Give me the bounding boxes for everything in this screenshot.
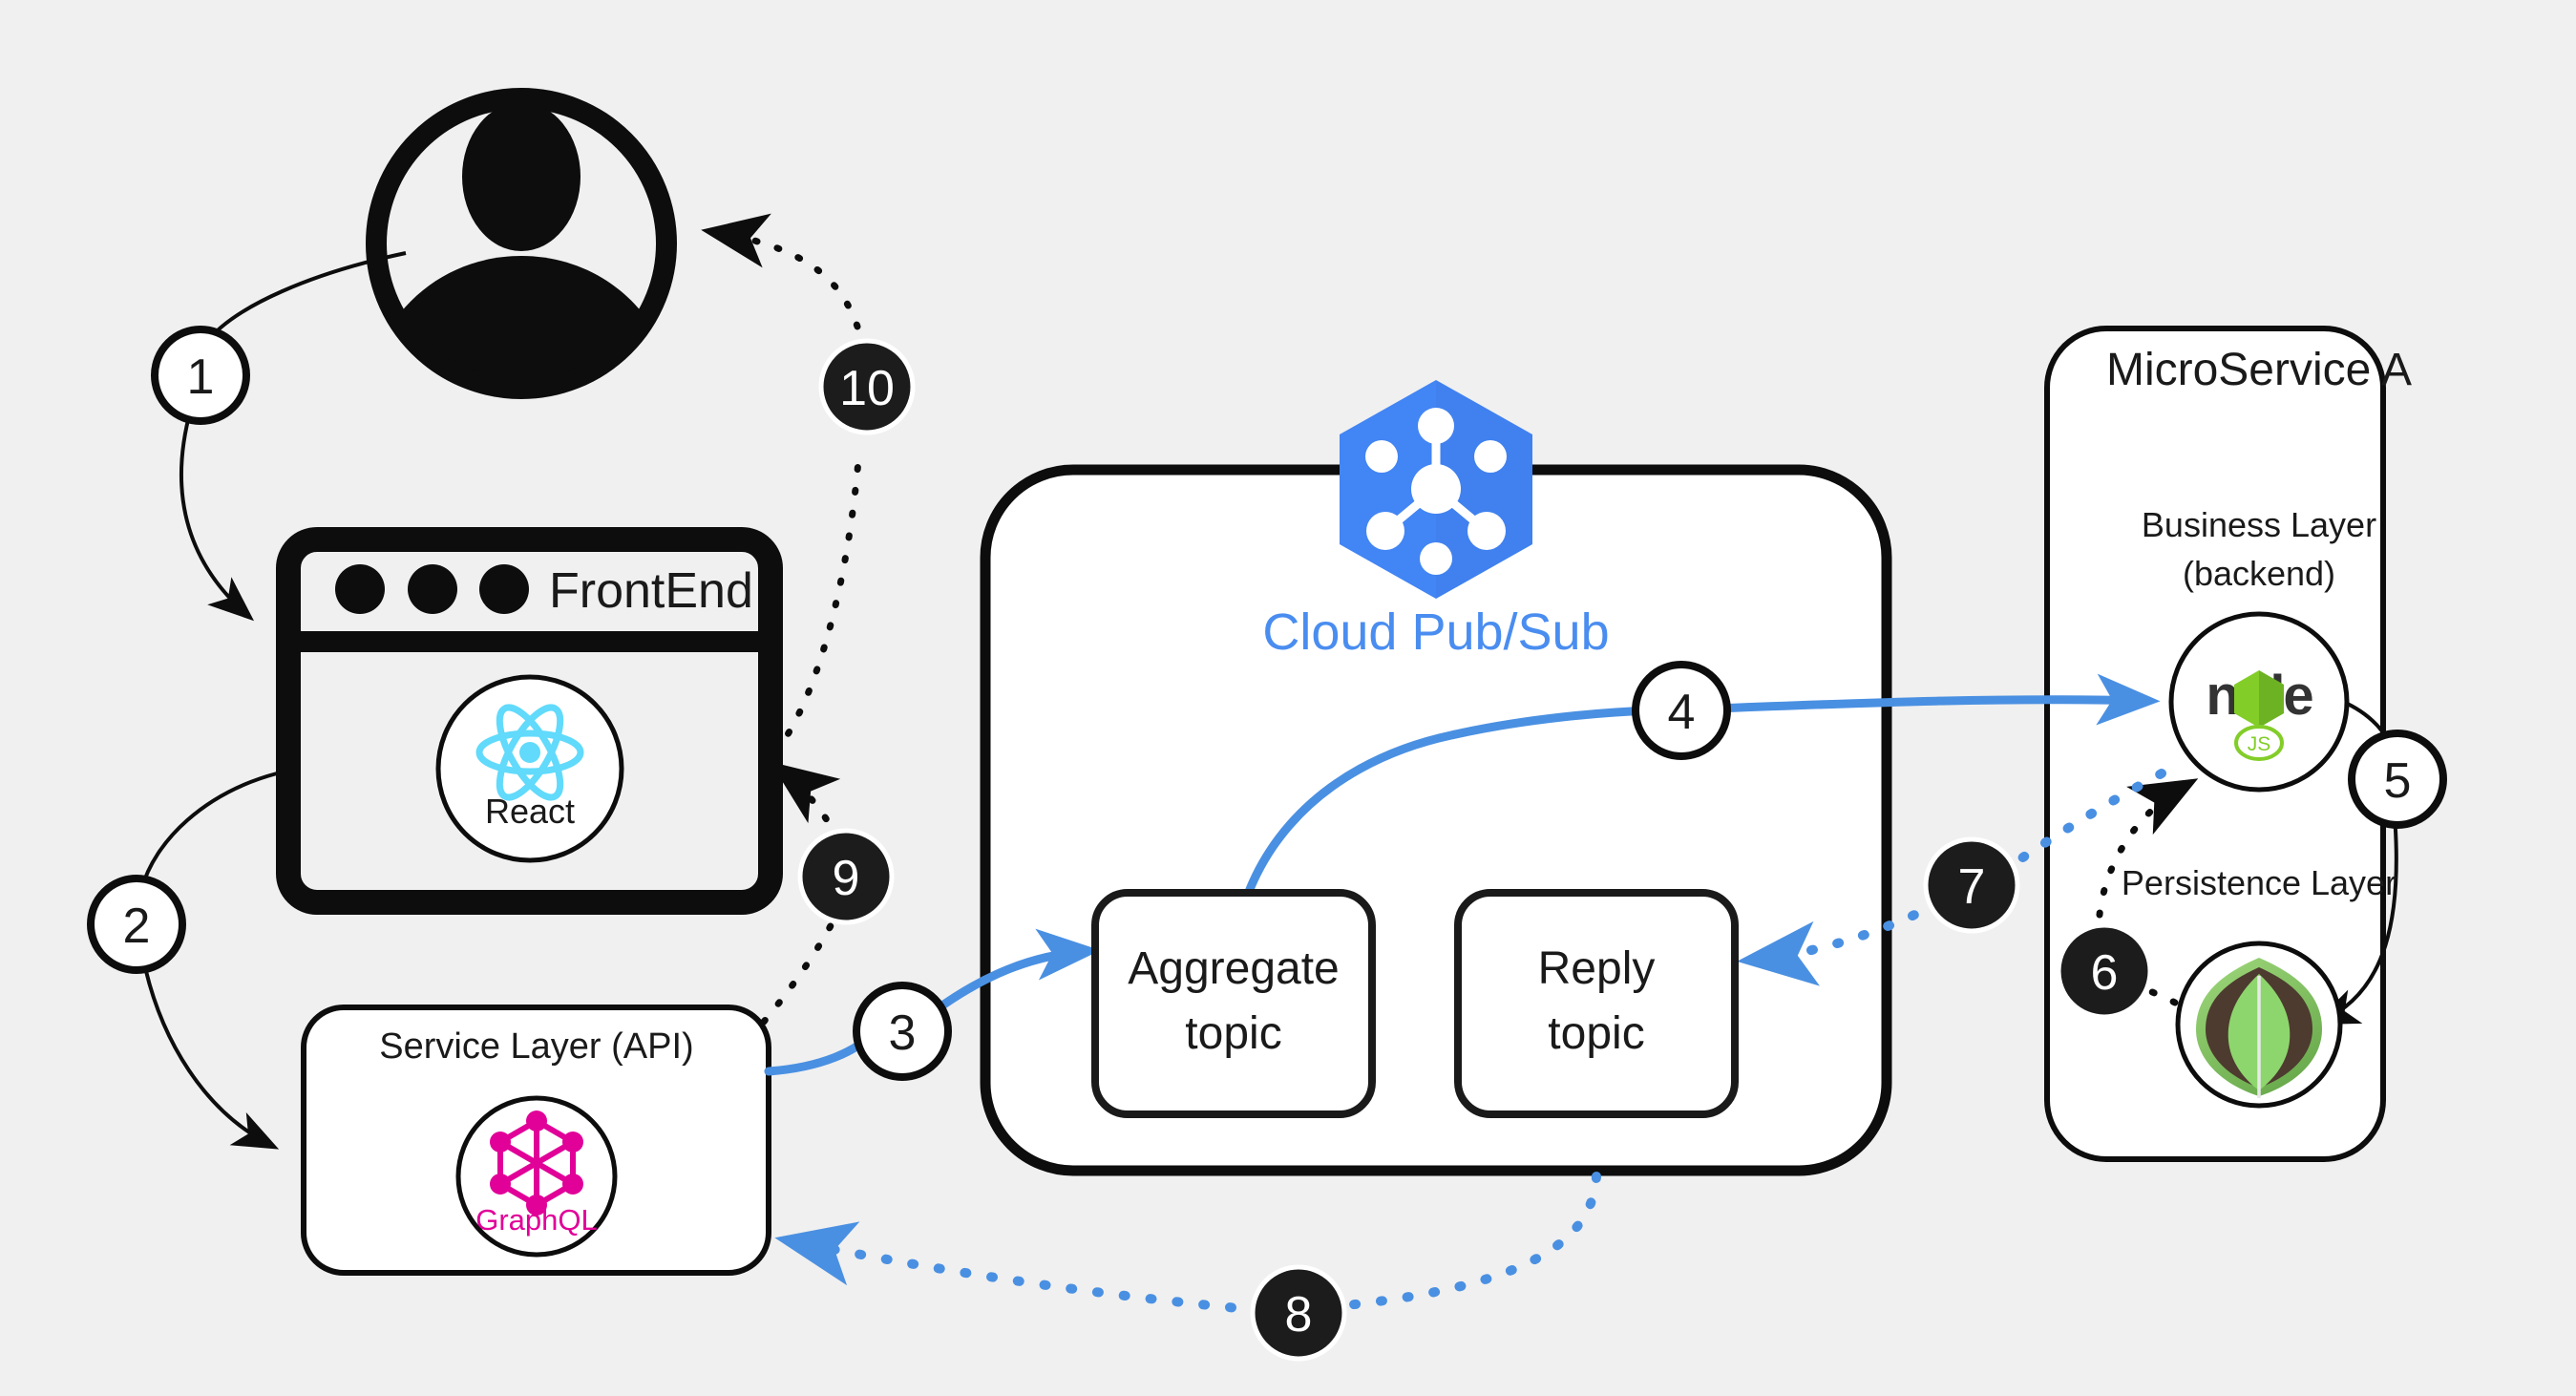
react-label: React: [485, 792, 575, 831]
mongodb-leaf-icon: [2196, 958, 2322, 1098]
persistence-layer-line1: Persistence Layer: [2122, 863, 2397, 902]
edge-step3-to-aggregate-topic: [931, 928, 1101, 1015]
edge-step5-to-mongodb: [2312, 814, 2398, 1026]
react-logo-circle: React: [435, 674, 624, 863]
reply-topic-line2: topic: [1548, 1008, 1644, 1059]
aggregate-topic-line1: Aggregate: [1128, 943, 1340, 994]
window-dot-1: [335, 564, 385, 614]
service-layer-title: Service Layer (API): [379, 1026, 693, 1067]
nodejs-sub-label: JS: [2248, 733, 2271, 755]
step-badge-4-label: 4: [1668, 685, 1696, 740]
aggregate-topic-line2: topic: [1185, 1008, 1281, 1059]
reply-topic-box[interactable]: Reply topic: [1454, 889, 1739, 1118]
business-layer-line1: Business Layer: [2142, 505, 2376, 544]
frontend-title: FrontEnd: [549, 563, 753, 619]
cloud-pubsub-hexagon-icon: [1340, 380, 1532, 599]
business-layer-line2: (backend): [2183, 554, 2335, 593]
step-badge-10[interactable]: 10: [818, 338, 916, 435]
edge-step10-to-user: [701, 213, 861, 330]
step-badge-5[interactable]: 5: [2348, 730, 2447, 829]
edge-step7-to-reply-topic: [1737, 899, 1943, 986]
graphql-label: GraphQL: [475, 1203, 598, 1237]
step-badge-1-label: 1: [187, 349, 215, 405]
edge-nodejs-to-step7: [1998, 769, 2166, 876]
cloud-pubsub-title: Cloud Pub/Sub: [1262, 603, 1609, 661]
edge-step9-to-frontend: [770, 761, 842, 842]
edge-step2-to-service-layer: [141, 958, 280, 1150]
step-badge-6-label: 6: [2091, 945, 2119, 1001]
edge-reply-topic-to-step8: [1332, 1172, 1601, 1311]
step-badge-3[interactable]: 3: [853, 982, 952, 1081]
react-atom-icon: [475, 704, 584, 801]
step-badge-10-label: 10: [839, 361, 895, 416]
edge-frontend-to-step2: [139, 772, 278, 891]
graphql-logo-circle: GraphQL: [455, 1095, 618, 1258]
window-dot-2: [408, 564, 457, 614]
step-badge-1[interactable]: 1: [151, 326, 250, 425]
window-dot-3: [479, 564, 529, 614]
mongodb-logo-circle: [2175, 941, 2343, 1109]
edge-step4-to-nodejs: [1711, 673, 2161, 726]
step-badge-8-label: 8: [1285, 1287, 1313, 1343]
step-badge-3-label: 3: [889, 1005, 917, 1061]
edge-step8-to-service-layer: [774, 1221, 1263, 1315]
user-avatar-icon: [366, 88, 677, 399]
step-badge-2[interactable]: 2: [87, 875, 186, 974]
nodejs-icon: n de JS: [2206, 665, 2314, 761]
step-badge-8[interactable]: 8: [1250, 1264, 1347, 1362]
edge-step6-to-nodejs: [2095, 778, 2199, 941]
step-badge-7[interactable]: 7: [1923, 836, 2020, 934]
reply-topic-line1: Reply: [1538, 943, 1656, 994]
edge-frontend-to-step10: [771, 445, 863, 756]
step-badge-7-label: 7: [1958, 859, 1986, 915]
step-badge-4[interactable]: 4: [1632, 661, 1731, 760]
step-badge-6[interactable]: 6: [2056, 922, 2153, 1020]
step-badge-9-label: 9: [833, 851, 860, 906]
graphql-icon: [490, 1110, 583, 1216]
microservice-title: MicroService A: [2106, 345, 2412, 395]
step-badge-5-label: 5: [2384, 753, 2412, 809]
step-badge-9[interactable]: 9: [797, 828, 895, 925]
step-badge-2-label: 2: [123, 899, 151, 954]
edge-step1-to-frontend: [179, 408, 255, 622]
nodejs-logo-circle: n de JS: [2168, 611, 2350, 793]
aggregate-topic-box[interactable]: Aggregate topic: [1091, 889, 1376, 1118]
step-badges: 1 2 3 4 5 6 7: [87, 326, 2447, 1362]
